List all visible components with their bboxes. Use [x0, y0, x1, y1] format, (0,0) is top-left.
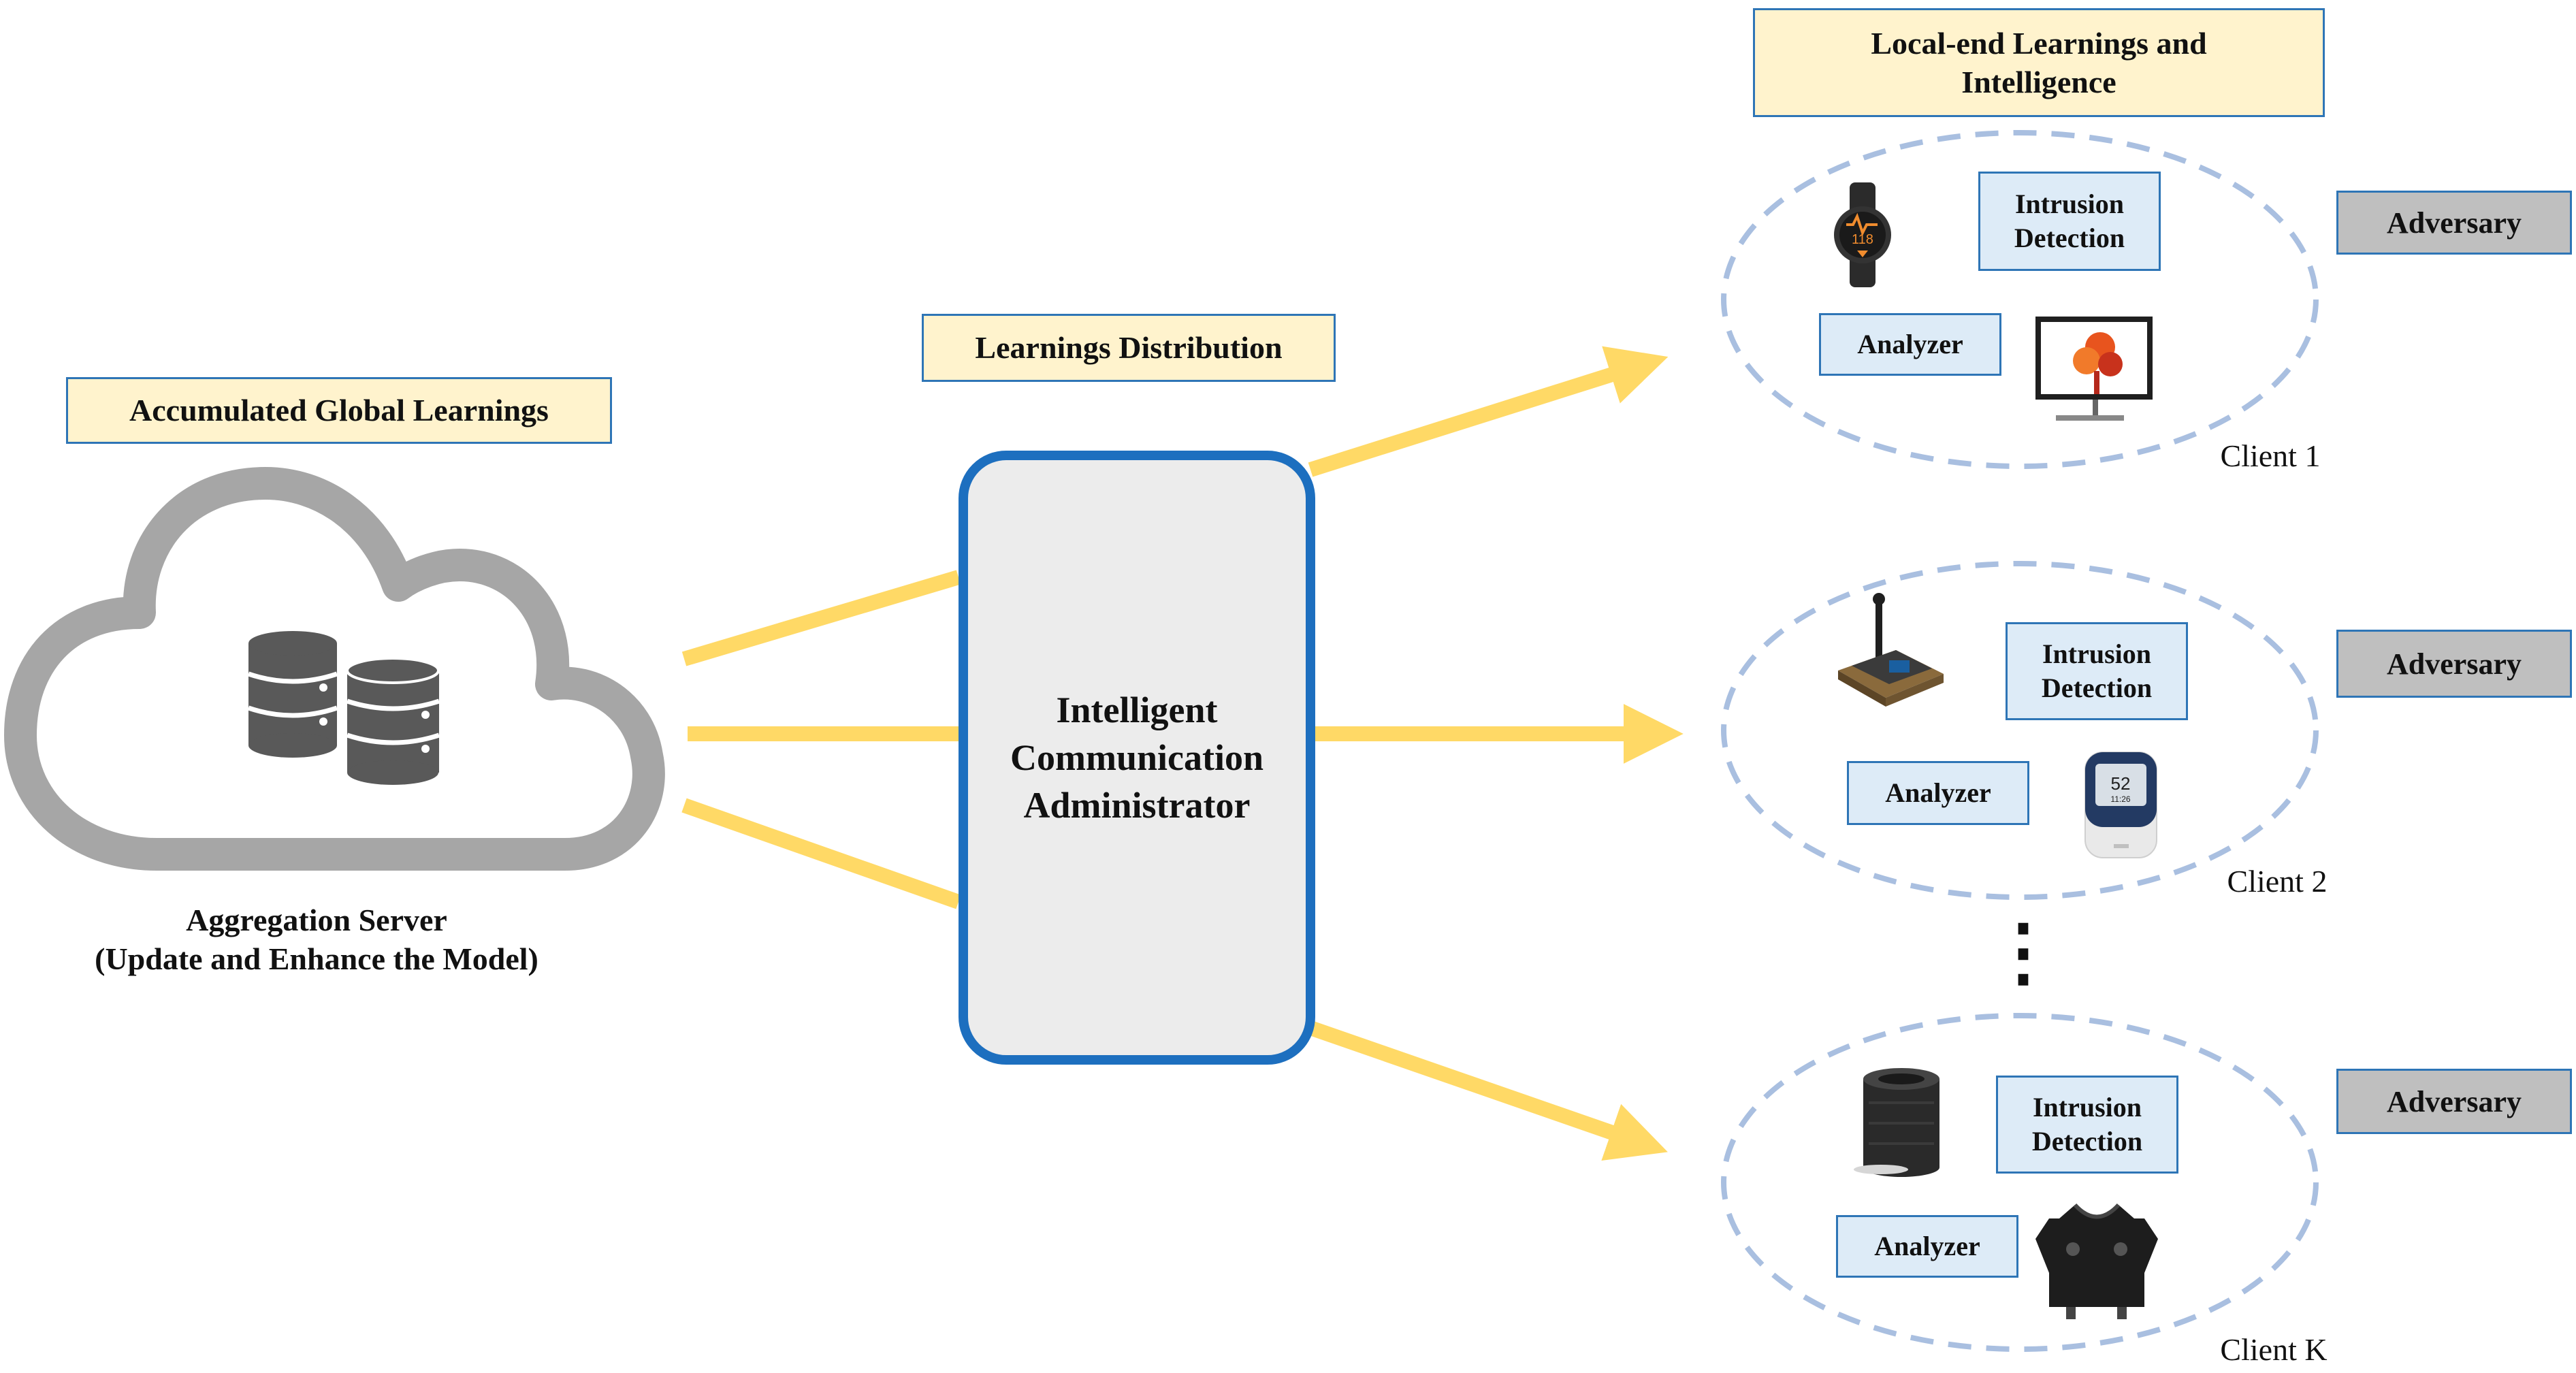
client-2-ids-line-1: Intrusion: [2042, 639, 2152, 669]
administrator-line-3: Administrator: [1023, 785, 1251, 826]
smartwatch-icon: 118: [1834, 182, 1891, 287]
client-k-name: Client K: [2220, 1332, 2328, 1368]
learnings-distribution-label: Learnings Distribution: [922, 314, 1336, 382]
glucose-meter-icon: 52 11:26: [2084, 752, 2157, 858]
client-k-ids-line-1: Intrusion: [2032, 1092, 2142, 1122]
svg-text:118: 118: [1852, 232, 1873, 247]
smart-speaker-icon: [1854, 1068, 1939, 1177]
server-link-bottom: [681, 798, 961, 909]
client-k-adversary-label: Adversary: [2336, 1069, 2572, 1134]
accumulated-global-learnings-label: Accumulated Global Learnings: [66, 377, 612, 444]
client-k-intrusion-detection-label: Intrusion Detection: [1996, 1076, 2178, 1174]
distribution-arrows: [1308, 346, 1684, 1161]
client-2-analyzer-label: Analyzer: [1847, 761, 2029, 825]
client-1-analyzer-label: Analyzer: [1819, 313, 2001, 376]
server-link-top: [681, 570, 961, 666]
arrow-to-client-1: [1308, 346, 1669, 477]
svg-text:52: 52: [2111, 773, 2131, 794]
client-2-intrusion-detection-label: Intrusion Detection: [2006, 622, 2188, 720]
client-2-name: Client 2: [2227, 864, 2328, 899]
client-2-adversary-label: Adversary: [2336, 630, 2572, 698]
client-1-ring: [1721, 130, 2319, 469]
aggregation-server-caption: Aggregation Server (Update and Enhance t…: [41, 892, 592, 987]
server-links: [681, 570, 961, 909]
client-2-ring: [1721, 561, 2319, 900]
client-1-ids-line-1: Intrusion: [2014, 189, 2125, 219]
client-k-ids-line-2: Detection: [2031, 1126, 2143, 1157]
client-1-adversary-label: Adversary: [2336, 191, 2572, 255]
client-2-ids-line-2: Detection: [2041, 673, 2153, 703]
local-end-learnings-label: Local-end Learnings and Intelligence: [1753, 8, 2325, 117]
client-1-name: Client 1: [2220, 438, 2321, 474]
administrator-line-2: Communication: [1010, 737, 1263, 778]
arrow-to-client-k: [1308, 1020, 1668, 1161]
aggregation-server-subtitle: (Update and Enhance the Model): [95, 941, 538, 976]
local-end-line-1: Local-end Learnings and: [1871, 25, 2207, 61]
svg-text:11:26: 11:26: [2110, 794, 2130, 804]
iot-board-icon: [1838, 593, 1944, 707]
database-icon: [247, 631, 440, 785]
client-1-ids-line-2: Detection: [2014, 223, 2125, 253]
sensor-vest-icon: [2035, 1203, 2158, 1319]
administrator-line-1: Intelligent: [1056, 689, 1218, 730]
client-k-ring: [1721, 1013, 2319, 1352]
monitor-icon: [2035, 317, 2153, 421]
more-clients-ellipsis: ⋮: [1986, 911, 2061, 995]
client-1-intrusion-detection-label: Intrusion Detection: [1978, 172, 2161, 271]
aggregation-server-title: Aggregation Server: [186, 902, 447, 937]
client-k-analyzer-label: Analyzer: [1836, 1215, 2018, 1278]
local-end-line-2: Intelligence: [1961, 65, 2116, 99]
communication-administrator-box: Intelligent Communication Administrator: [959, 451, 1315, 1065]
